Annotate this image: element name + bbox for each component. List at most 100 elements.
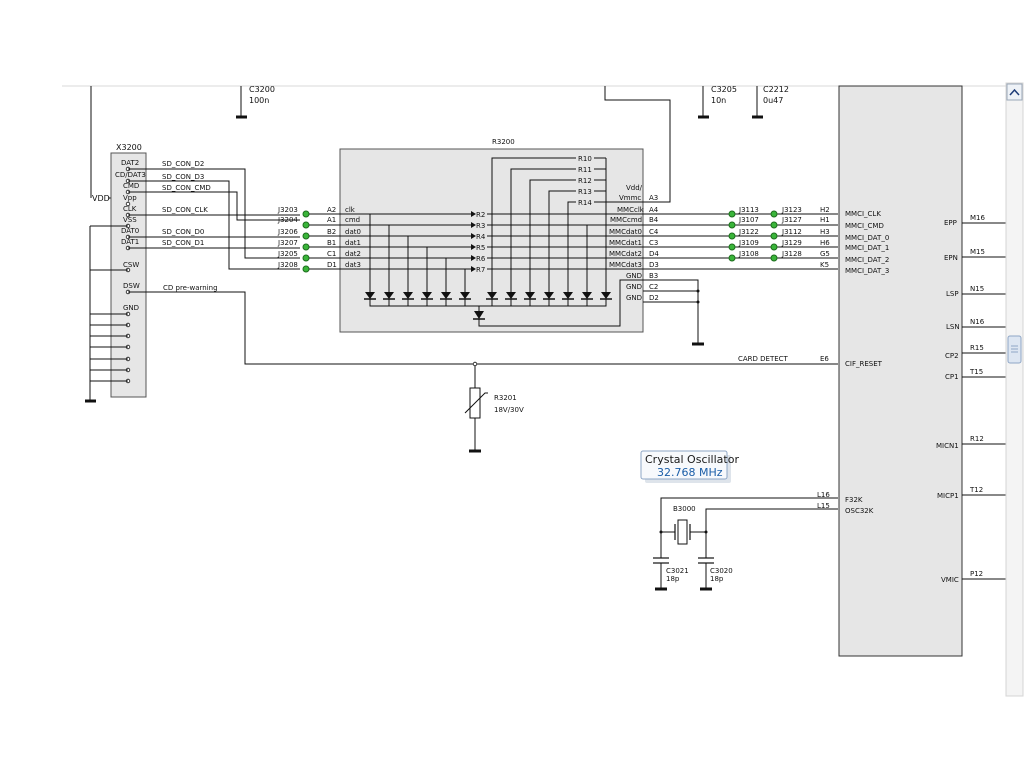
ic-pinno-t12: T12	[969, 486, 983, 494]
right-pin-2: H3	[820, 228, 830, 236]
right-tp-b-2: J3112	[781, 228, 802, 236]
x3200-pin-cddat3: CD/DAT3	[115, 171, 146, 179]
ic-pin-osc32k: OSC32K	[845, 507, 874, 515]
capacitor-c3021[interactable]: C3021 18p	[653, 557, 689, 591]
capacitor-c2212[interactable]: C2212 0u47	[752, 85, 789, 119]
right-pin-3: H6	[820, 239, 830, 247]
c2212-value: 0u47	[763, 96, 783, 105]
r3200-pin-mmcdat0: MMCdat0	[609, 228, 642, 236]
left-pin-2: B2	[327, 228, 336, 236]
component-r3200[interactable]: R3200 clk cmd dat0 dat1 dat2 dat3 R2 R3	[309, 138, 645, 333]
x3200-pin-clk: CLK	[123, 205, 137, 213]
right-test-points: J3113 J3107 J3122 J3109 J3108 J3123 J312…	[643, 206, 838, 270]
ic-pin-cp2: CP2	[945, 352, 959, 360]
left-tp-4: J3205	[277, 250, 298, 258]
vertical-scrollbar[interactable]	[1005, 82, 1024, 697]
sig-dat0: dat0	[345, 228, 361, 236]
r3200-pinno-d2: D2	[649, 294, 659, 302]
left-pin-0: A2	[327, 206, 336, 214]
right-tp-b-1: J3127	[781, 216, 802, 224]
r-left-3: R5	[476, 244, 485, 252]
ic-pinno-t15: T15	[969, 368, 983, 376]
main-ic[interactable]: MMCI_CLK MMCI_CMD MMCI_DAT_0 MMCI_DAT_1 …	[838, 85, 963, 657]
x3200-pin-cmd: CMD	[123, 182, 139, 190]
ic-right-pin-numbers: M16 M15 N15 N16 R15 T15 R12 T12 P12	[969, 214, 985, 578]
right-tp-a-0: J3113	[738, 206, 759, 214]
net-sd-con-d3: SD_CON_D3	[162, 173, 204, 181]
r3200-pin-mmccmd: MMCcmd	[610, 216, 642, 224]
x3200-pin-gnd: GND	[123, 304, 139, 312]
r3200-pinno-d3: D3	[649, 261, 659, 269]
net-sd-con-clk: SD_CON_CLK	[162, 206, 208, 214]
ic-pin-micn1: MICN1	[936, 442, 959, 450]
right-tp-b-4: J3128	[781, 250, 802, 258]
r3200-pin-numbers: A3 A4 B4 C4 C3 D4 D3 B3 C2 D2	[649, 194, 659, 302]
osc-pin-l15: L15	[817, 502, 830, 510]
varistor-r3201[interactable]: R3201 18V/30V	[464, 361, 524, 453]
c3205-ref: C3205	[711, 85, 737, 94]
right-tp-a-4: J3108	[738, 250, 759, 258]
connector-x3200[interactable]: X3200 DAT2 CD/DAT3 CMD Vpp CLK VSS DAT0 …	[110, 143, 147, 398]
sig-dat3: dat3	[345, 261, 361, 269]
r3200-pin-gnd-d2: GND	[626, 294, 642, 302]
r-top-3: R13	[578, 188, 592, 196]
r3200-pin-mmcclk: MMCclk	[617, 206, 645, 214]
tooltip-title: Crystal Oscillator	[645, 453, 739, 466]
r3200-pin-mmcdat3: MMCdat3	[609, 261, 642, 269]
crystal-oscillator-tooltip: Crystal Oscillator 32.768 MHz	[640, 450, 739, 483]
ic-pin-mmci-cmd: MMCI_CMD	[845, 222, 884, 230]
sig-dat1: dat1	[345, 239, 361, 247]
left-pin-5: D1	[327, 261, 337, 269]
left-pin-4: C1	[327, 250, 336, 258]
net-sd-con-d1: SD_CON_D1	[162, 239, 204, 247]
left-tp-3: J3207	[277, 239, 298, 247]
c3200-value: 100n	[249, 96, 269, 105]
ic-pin-lsn: LSN	[946, 323, 960, 331]
r-left-0: R2	[476, 211, 485, 219]
r3200-pin-vdd: Vdd/	[626, 184, 643, 192]
crystal-b3000[interactable]: B3000	[659, 497, 839, 558]
r-left-2: R4	[476, 233, 486, 241]
r3200-pinno-c4: C4	[649, 228, 659, 236]
left-tp-1: J3204	[277, 216, 298, 224]
capacitor-c3205[interactable]: C3205 10n	[698, 85, 737, 119]
c3021-value: 18p	[666, 575, 680, 583]
c3205-value: 10n	[711, 96, 726, 105]
r-top-2: R12	[578, 177, 592, 185]
ic-pin-mmci-dat1: MMCI_DAT_1	[845, 244, 889, 252]
x3200-pin-csw: CSW	[123, 261, 139, 269]
net-wires-sd	[128, 168, 300, 270]
ic-pinno-n15: N15	[970, 285, 984, 293]
left-pin-1: A1	[327, 216, 336, 224]
r3201-value: 18V/30V	[494, 406, 524, 414]
scroll-up-button[interactable]	[1006, 83, 1023, 101]
r3200-pinno-c2: C2	[649, 283, 658, 291]
capacitor-c3200[interactable]: C3200 100n	[236, 85, 275, 119]
ic-pin-mmci-dat3: MMCI_DAT_3	[845, 267, 889, 275]
capacitor-c3020[interactable]: C3020 18p	[698, 557, 733, 591]
right-tp-a-1: J3107	[738, 216, 759, 224]
osc-pin-l16: L16	[817, 491, 830, 499]
x3200-pin-dat1: DAT1	[121, 238, 139, 246]
r3200-pinno-d4: D4	[649, 250, 659, 258]
r3200-pin-mmcdat1: MMCdat1	[609, 239, 642, 247]
r3200-ref: R3200	[492, 138, 515, 146]
right-tp-a-2: J3122	[738, 228, 759, 236]
b3000-ref: B3000	[673, 505, 696, 513]
ic-pin-vmic: VMIC	[941, 576, 959, 584]
r3200-pin-vmmc: Vmmc	[619, 194, 641, 202]
left-tp-0: J3203	[277, 206, 298, 214]
c3200-ref: C3200	[249, 85, 275, 94]
r3200-pinno-a4: A4	[649, 206, 659, 214]
ic-pinno-n16: N16	[970, 318, 985, 326]
ic-pin-cp1: CP1	[945, 373, 959, 381]
ic-pin-cif-reset: CIF_RESET	[845, 360, 883, 368]
left-tp-2: J3206	[277, 228, 298, 236]
c3020-ref: C3020	[710, 567, 733, 575]
r3200-pin-mmcdat2: MMCdat2	[609, 250, 642, 258]
c3020-value: 18p	[710, 575, 724, 583]
ic-pinno-m15: M15	[970, 248, 985, 256]
ic-pinno-p12: P12	[970, 570, 983, 578]
net-sd-con-d2: SD_CON_D2	[162, 160, 204, 168]
r-top-1: R11	[578, 166, 592, 174]
